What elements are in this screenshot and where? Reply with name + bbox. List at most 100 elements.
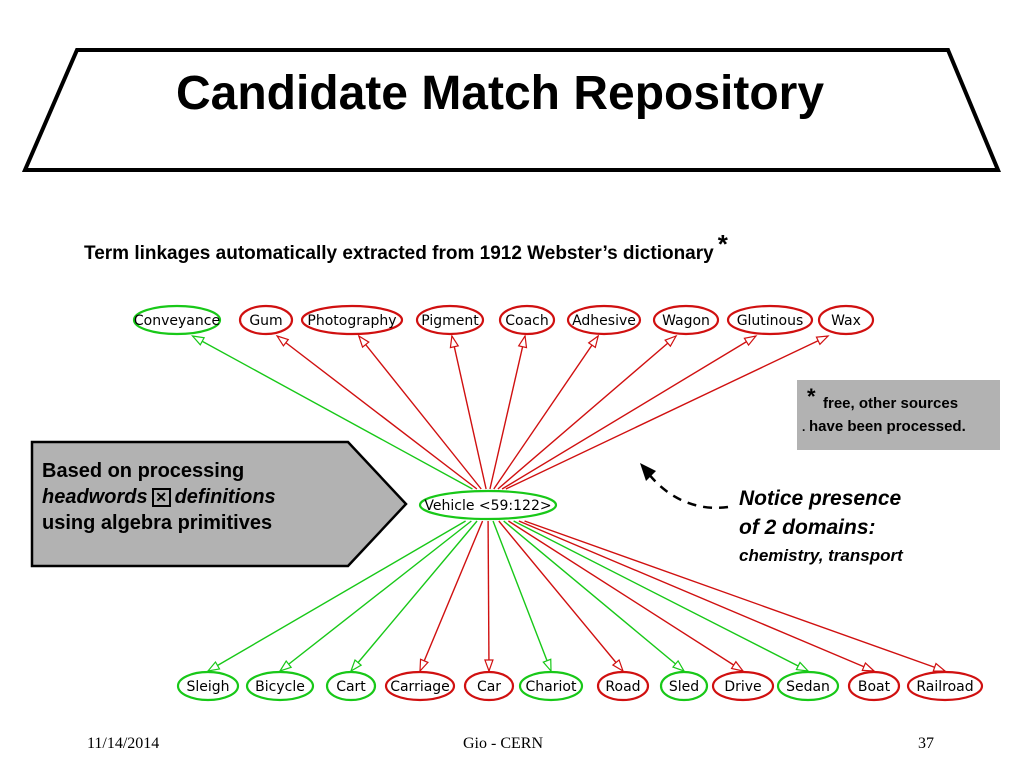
node-top-6-ellipse xyxy=(652,304,720,336)
node-top-6-label: Wagon xyxy=(662,313,710,329)
slide-subtitle: Term linkages automatically extracted fr… xyxy=(84,229,728,265)
edge-bottom-8-line xyxy=(508,520,744,672)
node-bottom-4-label: Car xyxy=(477,679,501,695)
node-top-0: Conveyance xyxy=(132,304,222,336)
node-bottom-4-ellipse xyxy=(463,670,515,702)
node-bottom-6-label: Road xyxy=(605,679,640,695)
callout-line1: Based on processing xyxy=(42,460,245,482)
node-top-8-label: Wax xyxy=(831,313,861,329)
footnote-line1: free, other sources xyxy=(823,395,959,412)
edge-bottom-10-line xyxy=(518,520,875,672)
node-top-5-ellipse xyxy=(566,304,642,336)
callout-text: Based on processing headwords✕definition… xyxy=(42,458,276,536)
node-top-6: Wagon xyxy=(652,304,720,336)
edge-top-0 xyxy=(191,335,473,490)
edge-top-5-arrowhead xyxy=(587,334,600,349)
node-bottom-1: Bicycle xyxy=(245,670,315,702)
notice-line2: of 2 domains: xyxy=(739,516,876,539)
edge-bottom-6-line xyxy=(498,520,624,672)
node-top-4-label: Coach xyxy=(505,313,549,329)
node-bottom-5-label: Chariot xyxy=(526,679,577,695)
node-center-ellipse xyxy=(418,489,558,521)
edge-top-6 xyxy=(497,334,678,490)
edge-bottom-5-line xyxy=(492,520,552,672)
node-bottom-7: Sled xyxy=(659,670,709,702)
node-top-7-label: Glutinous xyxy=(737,313,804,329)
node-center: Vehicle <59:122> xyxy=(418,489,558,521)
edge-bottom-6 xyxy=(498,520,625,673)
node-bottom-9-label: Sedan xyxy=(786,679,830,695)
edge-top-8-line xyxy=(505,335,829,490)
callout-line3: using algebra primitives xyxy=(42,512,273,534)
edge-top-2-arrowhead xyxy=(357,334,370,349)
edge-top-2-line xyxy=(358,335,482,490)
node-top-1-ellipse xyxy=(238,304,294,336)
edge-bottom-3 xyxy=(419,520,484,673)
node-bottom-6-ellipse xyxy=(596,670,650,702)
node-bottom-3: Carriage xyxy=(384,670,456,702)
edge-top-0-arrowhead xyxy=(191,335,206,346)
edge-top-4-arrowhead xyxy=(517,334,528,349)
title-banner xyxy=(21,48,1001,172)
node-bottom-7-label: Sled xyxy=(669,679,699,695)
edge-bottom-3-arrowhead xyxy=(419,658,429,673)
edge-bottom-10 xyxy=(518,520,876,672)
node-bottom-10-ellipse xyxy=(847,670,901,702)
edge-top-7 xyxy=(501,335,758,490)
edge-top-5-line xyxy=(493,335,599,490)
edge-bottom-3-line xyxy=(419,520,484,672)
node-top-4-ellipse xyxy=(498,304,556,336)
edge-bottom-1-line xyxy=(279,520,472,672)
edge-bottom-7-line xyxy=(503,520,685,672)
node-top-0-label: Conveyance xyxy=(134,313,220,329)
node-top-3-ellipse xyxy=(415,304,485,336)
node-top-4: Coach xyxy=(498,304,556,336)
node-bottom-5-ellipse xyxy=(518,670,584,702)
node-top-3: Pigment xyxy=(415,304,485,336)
edge-bottom-4-line xyxy=(487,520,490,672)
node-bottom-11-label: Railroad xyxy=(916,679,973,695)
node-bottom-10: Boat xyxy=(847,670,901,702)
notice-text: Notice presence of 2 domains: chemistry,… xyxy=(739,484,903,570)
node-bottom-5: Chariot xyxy=(518,670,584,702)
edge-top-5 xyxy=(493,334,600,490)
node-top-8: Wax xyxy=(817,304,875,336)
footer-date: 11/14/2014 xyxy=(87,735,160,752)
node-bottom-9: Sedan xyxy=(776,670,840,702)
edge-bottom-2-arrowhead xyxy=(349,658,363,673)
footnote-dot: . xyxy=(802,420,806,434)
edge-bottom-7-arrowhead xyxy=(671,659,686,673)
node-bottom-11: Railroad xyxy=(906,670,984,702)
node-bottom-8-ellipse xyxy=(711,670,775,702)
node-top-5-label: Adhesive xyxy=(572,313,636,329)
footer-page-number: 37 xyxy=(918,735,934,752)
node-bottom-7-ellipse xyxy=(659,670,709,702)
edge-top-2 xyxy=(357,334,482,490)
node-bottom-0-label: Sleigh xyxy=(186,679,229,695)
node-top-8-ellipse xyxy=(817,304,875,336)
edge-top-7-line xyxy=(501,335,757,490)
node-bottom-8-label: Drive xyxy=(724,679,761,695)
edge-bottom-11-arrowhead xyxy=(932,662,947,672)
node-top-2-ellipse xyxy=(300,304,404,336)
node-bottom-2-label: Cart xyxy=(336,679,366,695)
node-bottom-11-ellipse xyxy=(906,670,984,702)
edge-top-3 xyxy=(449,334,487,490)
node-bottom-2-ellipse xyxy=(325,670,377,702)
graph-edges xyxy=(191,334,947,673)
callout-definitions: definitions xyxy=(174,486,276,508)
edge-top-6-line xyxy=(497,335,677,490)
node-top-2: Photography xyxy=(300,304,404,336)
edge-bottom-0 xyxy=(206,520,466,672)
node-bottom-10-label: Boat xyxy=(858,679,891,695)
node-bottom-1-ellipse xyxy=(245,670,315,702)
footnote-line2: have been processed. xyxy=(809,418,966,435)
edge-top-3-line xyxy=(451,335,487,490)
edge-top-1 xyxy=(275,334,478,490)
subtitle-star: * xyxy=(717,229,728,259)
edge-bottom-9-arrowhead xyxy=(795,661,810,672)
edge-bottom-11-line xyxy=(524,520,946,672)
edge-top-0-line xyxy=(192,335,473,490)
slide-title: Candidate Match Repository xyxy=(175,67,825,120)
